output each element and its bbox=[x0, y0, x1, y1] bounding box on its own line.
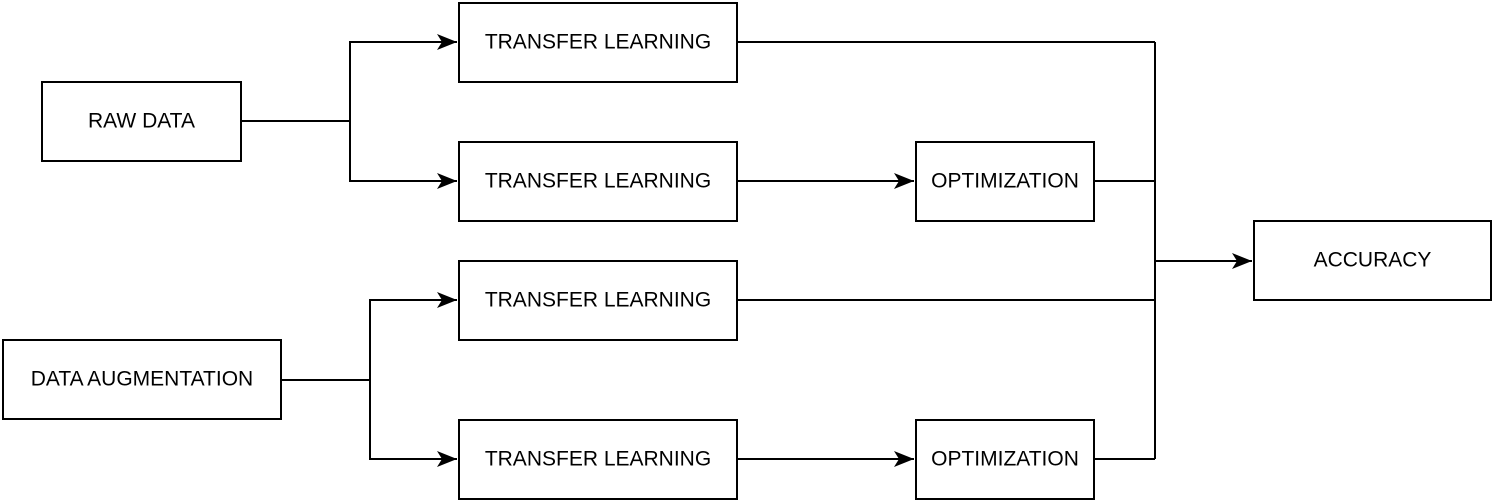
node-transfer-learning-3-label: TRANSFER LEARNING bbox=[485, 289, 711, 312]
node-transfer-learning-1-box bbox=[458, 2, 738, 83]
edge-data-augmentation-to-transfer-learning-3 bbox=[369, 292, 457, 380]
node-transfer-learning-3-box bbox=[458, 260, 738, 341]
node-accuracy-box bbox=[1253, 220, 1492, 301]
node-transfer-learning-4-label: TRANSFER LEARNING bbox=[485, 448, 711, 471]
node-data-augmentation-label: DATA AUGMENTATION bbox=[31, 368, 253, 391]
node-data-augmentation-box bbox=[2, 339, 282, 420]
node-optimization-1: OPTIMIZATION bbox=[915, 141, 1095, 222]
edge-data-augmentation-to-transfer-learning-4 bbox=[369, 380, 457, 467]
node-raw-data-label: RAW DATA bbox=[88, 110, 195, 133]
node-accuracy: ACCURACY bbox=[1253, 220, 1492, 301]
edges bbox=[241, 34, 1252, 467]
edge-raw-data-to-transfer-learning-1 bbox=[349, 34, 457, 121]
node-optimization-2-box bbox=[915, 419, 1095, 500]
node-optimization-2: OPTIMIZATION bbox=[915, 419, 1095, 500]
node-transfer-learning-1-label: TRANSFER LEARNING bbox=[485, 31, 711, 54]
node-transfer-learning-2-box bbox=[458, 141, 738, 222]
node-transfer-learning-1: TRANSFER LEARNING bbox=[458, 2, 738, 83]
node-optimization-2-label: OPTIMIZATION bbox=[931, 448, 1079, 471]
node-optimization-1-label: OPTIMIZATION bbox=[931, 170, 1079, 193]
node-data-augmentation: DATA AUGMENTATION bbox=[2, 339, 282, 420]
node-optimization-1-box bbox=[915, 141, 1095, 222]
node-raw-data: RAW DATA bbox=[41, 81, 242, 162]
node-transfer-learning-4: TRANSFER LEARNING bbox=[458, 419, 738, 500]
node-transfer-learning-4-box bbox=[458, 419, 738, 500]
node-transfer-learning-3: TRANSFER LEARNING bbox=[458, 260, 738, 341]
node-raw-data-box bbox=[41, 81, 242, 162]
edge-raw-data-to-transfer-learning-2 bbox=[349, 121, 457, 189]
node-transfer-learning-2: TRANSFER LEARNING bbox=[458, 141, 738, 222]
node-transfer-learning-2-label: TRANSFER LEARNING bbox=[485, 170, 711, 193]
node-accuracy-label: ACCURACY bbox=[1314, 249, 1432, 272]
